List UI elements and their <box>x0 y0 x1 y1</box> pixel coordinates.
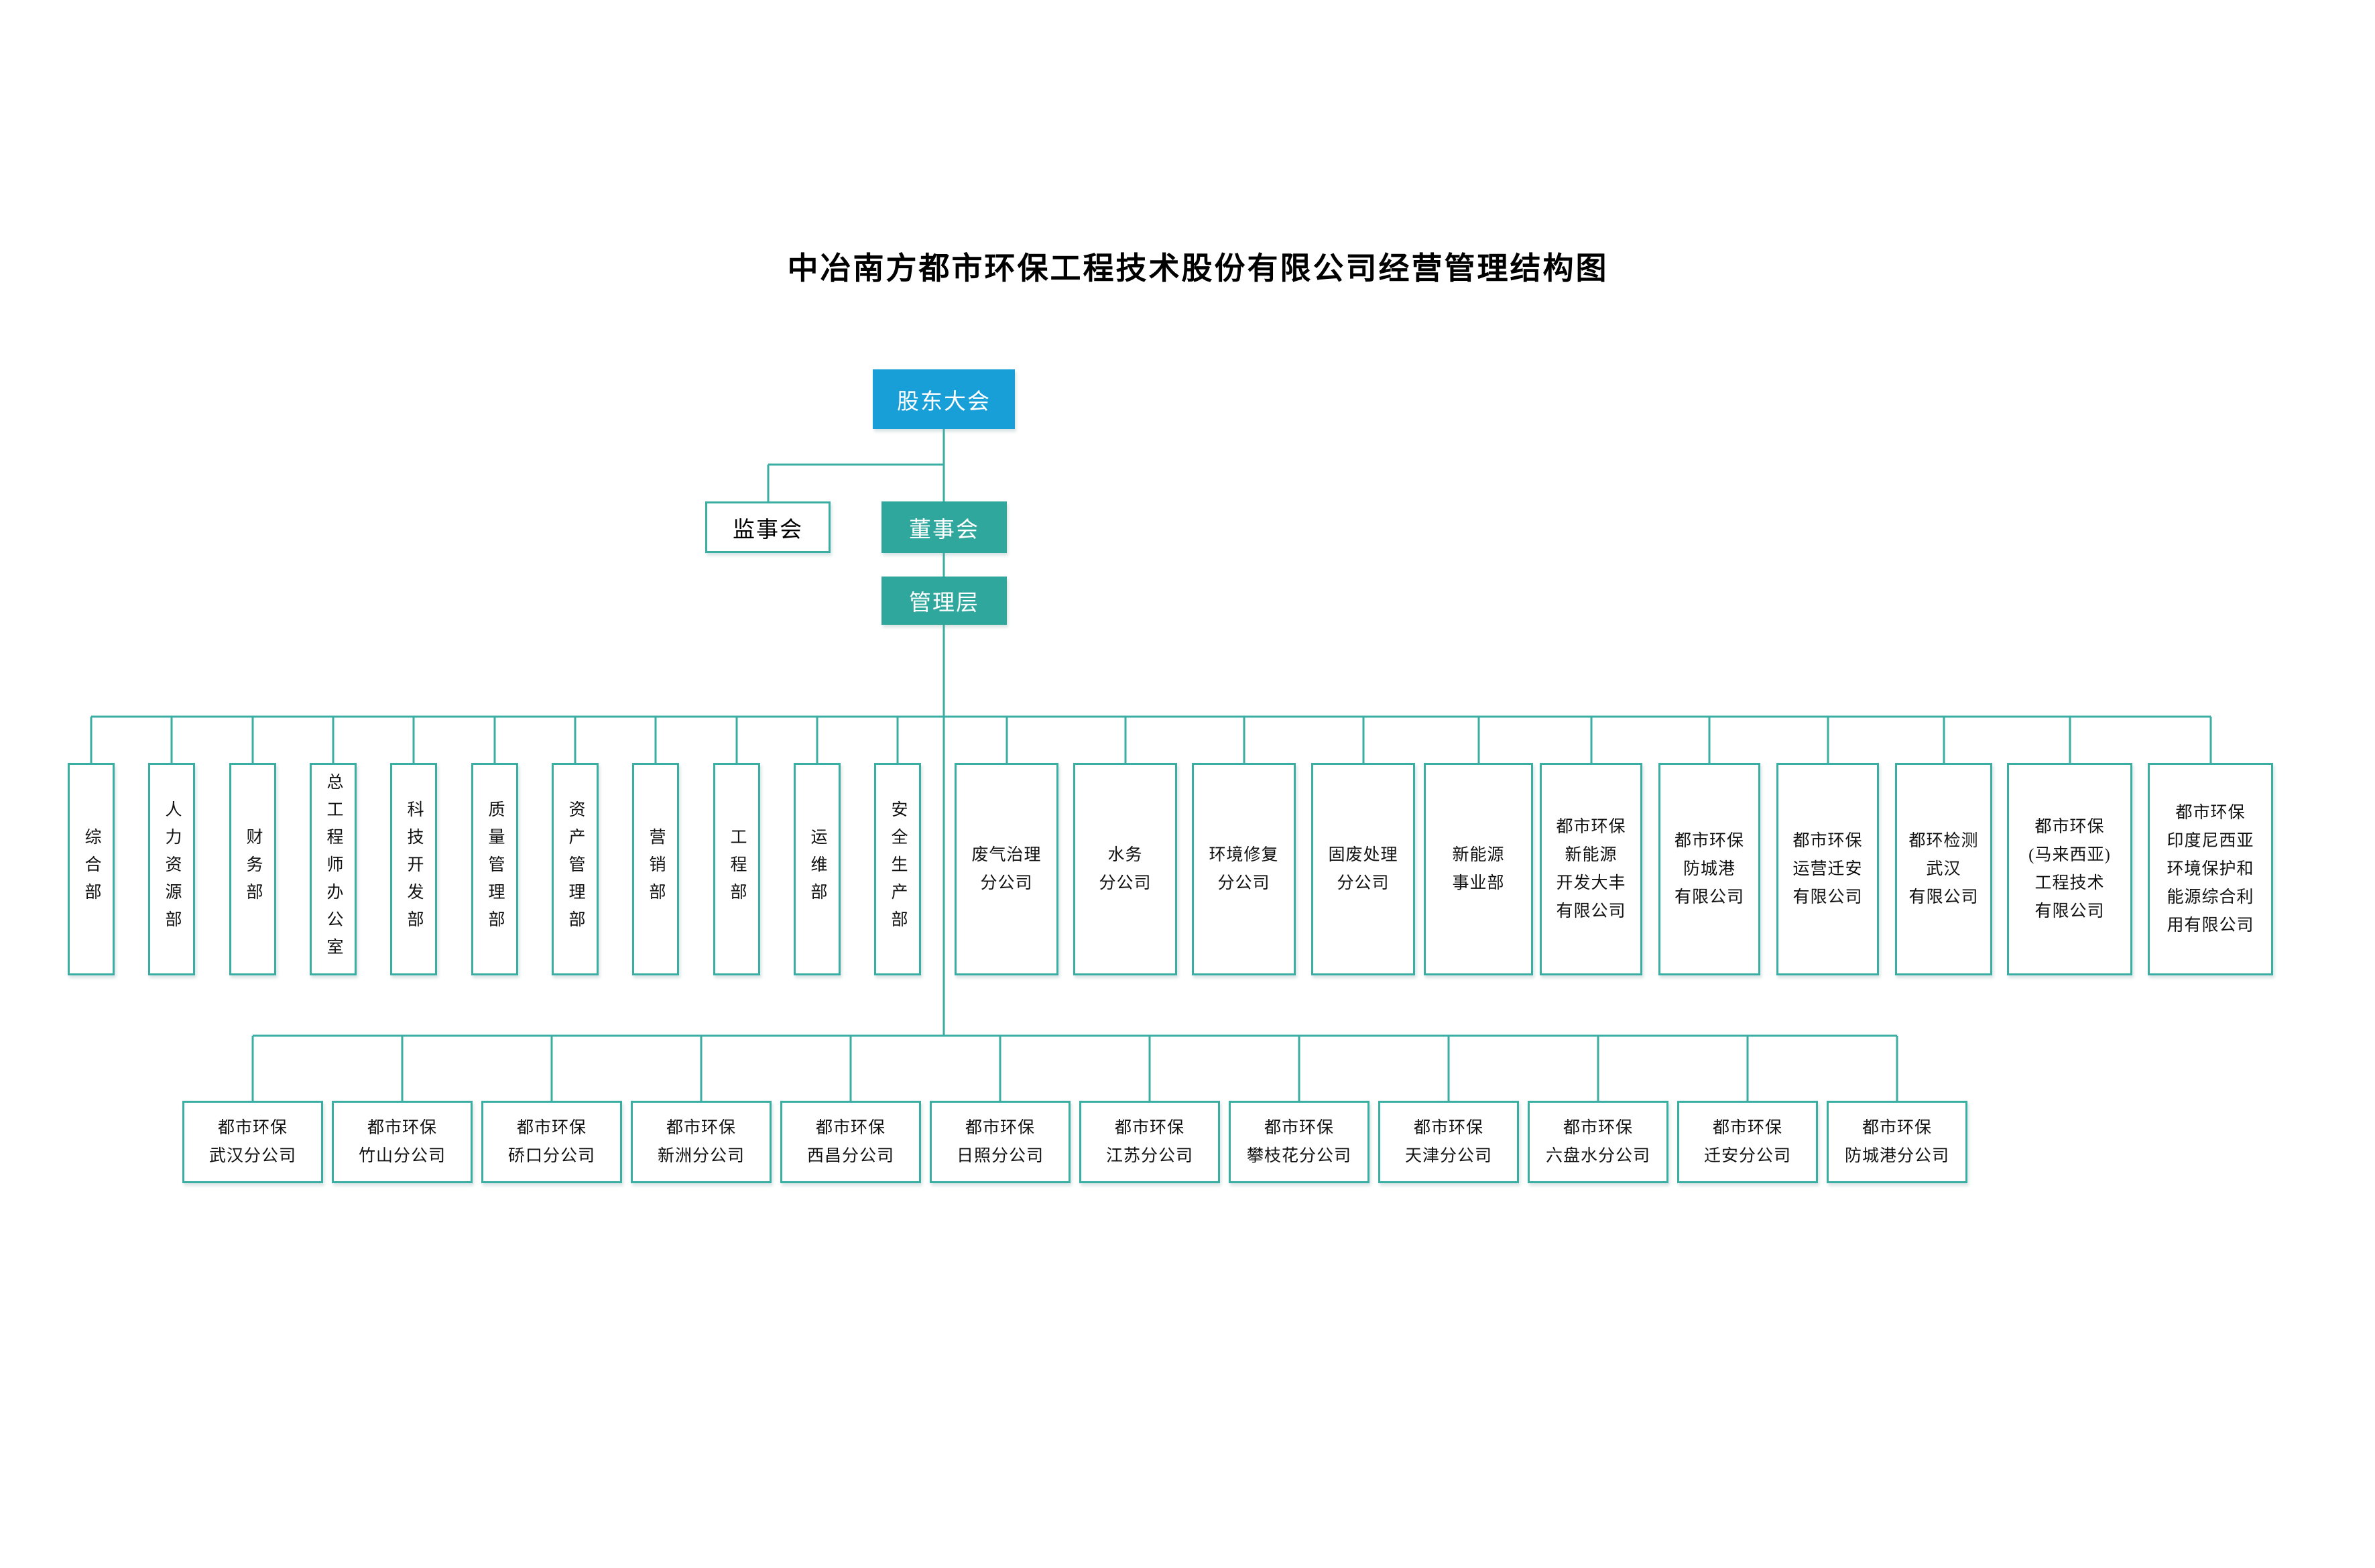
subsidiary-label: 都市环保 竹山分公司 <box>358 1118 446 1165</box>
dept-label: 科技开发部 <box>405 800 423 938</box>
branch-label: 水务 分公司 <box>1099 845 1152 892</box>
branch-box-malaysia-engineering: 都市环保 (马来西亚) 工程技术 有限公司 <box>2007 763 2132 975</box>
dept-label: 安全生产部 <box>889 800 907 938</box>
subsidiary-label: 都市环保 六盘水分公司 <box>1545 1118 1650 1165</box>
dept-box-operations-maintenance: 运维部 <box>794 763 841 975</box>
branch-label: 都环检测 武汉 有限公司 <box>1908 831 1979 906</box>
dept-label: 工程部 <box>728 828 746 910</box>
dept-label: 综合部 <box>82 828 101 910</box>
branch-box-fangchenggang-co: 都市环保 防城港 有限公司 <box>1658 763 1760 975</box>
dept-box-human-resources: 人力资源部 <box>148 763 195 975</box>
branch-label: 都市环保 印度尼西亚 环境保护和 能源综合利 用有限公司 <box>2167 803 2254 934</box>
branch-box-water: 水务 分公司 <box>1073 763 1177 975</box>
branch-label: 固废处理 分公司 <box>1328 845 1398 892</box>
branch-label: 都市环保 (马来西亚) 工程技术 有限公司 <box>2028 817 2111 920</box>
node-management: 管理层 <box>881 577 1007 625</box>
node-supervisory-board: 监事会 <box>705 501 831 553</box>
branch-box-duhuan-testing-wuhan: 都环检测 武汉 有限公司 <box>1895 763 1992 975</box>
dept-box-tech-development: 科技开发部 <box>390 763 437 975</box>
branch-box-indonesia-energy: 都市环保 印度尼西亚 环境保护和 能源综合利 用有限公司 <box>2148 763 2273 975</box>
subsidiary-label: 都市环保 防城港分公司 <box>1844 1118 1949 1165</box>
branch-box-new-energy-division: 新能源 事业部 <box>1424 763 1533 975</box>
branch-label: 环境修复 分公司 <box>1209 845 1279 892</box>
dept-label: 总工程师办公室 <box>324 773 343 965</box>
dept-label: 运维部 <box>808 828 827 910</box>
subsidiary-box-qianan: 都市环保 迁安分公司 <box>1677 1101 1818 1183</box>
subsidiary-box-tianjin: 都市环保 天津分公司 <box>1378 1101 1519 1183</box>
chart-title: 中冶南方都市环保工程技术股份有限公司经营管理结构图 <box>787 251 1609 286</box>
subsidiary-label: 都市环保 西昌分公司 <box>806 1118 894 1165</box>
branch-label: 都市环保 运营迁安 有限公司 <box>1792 831 1863 906</box>
node-board-of-directors: 董事会 <box>881 501 1007 553</box>
dept-box-marketing: 营销部 <box>632 763 679 975</box>
dept-label: 资产管理部 <box>566 800 585 938</box>
subsidiary-box-xichang: 都市环保 西昌分公司 <box>780 1101 921 1183</box>
subsidiary-box-jiangsu: 都市环保 江苏分公司 <box>1079 1101 1220 1183</box>
node-management-label: 管理层 <box>909 590 979 615</box>
node-board-of-directors-label: 董事会 <box>909 516 979 542</box>
subsidiary-label: 都市环保 日照分公司 <box>956 1118 1044 1165</box>
branch-label: 都市环保 新能源 开发大丰 有限公司 <box>1556 817 1626 920</box>
dept-box-general-affairs: 综合部 <box>68 763 115 975</box>
subsidiary-box-xinzhou: 都市环保 新洲分公司 <box>631 1101 772 1183</box>
subsidiary-label: 都市环保 攀枝花分公司 <box>1246 1118 1351 1165</box>
subsidiary-label: 都市环保 新洲分公司 <box>657 1118 745 1165</box>
subsidiary-box-fangchenggang: 都市环保 防城港分公司 <box>1827 1101 1967 1183</box>
dept-box-quality-management: 质量管理部 <box>471 763 518 975</box>
dept-box-asset-management: 资产管理部 <box>552 763 599 975</box>
branch-box-new-energy-dafeng: 都市环保 新能源 开发大丰 有限公司 <box>1540 763 1642 975</box>
dept-label: 财务部 <box>244 828 262 910</box>
dept-box-engineering: 工程部 <box>713 763 760 975</box>
dept-box-safety-production: 安全生产部 <box>874 763 921 975</box>
subsidiary-label: 都市环保 江苏分公司 <box>1105 1118 1193 1165</box>
subsidiary-label: 都市环保 硚口分公司 <box>507 1118 595 1165</box>
subsidiary-label: 都市环保 迁安分公司 <box>1703 1118 1791 1165</box>
node-shareholders-meeting: 股东大会 <box>873 369 1015 429</box>
branch-box-qianan-operations-co: 都市环保 运营迁安 有限公司 <box>1776 763 1879 975</box>
subsidiary-box-qiaokou: 都市环保 硚口分公司 <box>481 1101 622 1183</box>
subsidiary-box-liupanshui: 都市环保 六盘水分公司 <box>1528 1101 1668 1183</box>
branch-label: 新能源 事业部 <box>1452 845 1505 892</box>
dept-box-chief-engineer-office: 总工程师办公室 <box>310 763 357 975</box>
branch-box-waste-gas: 废气治理 分公司 <box>955 763 1058 975</box>
subsidiary-box-panzhihua: 都市环保 攀枝花分公司 <box>1229 1101 1369 1183</box>
node-shareholders-meeting-label: 股东大会 <box>897 388 991 414</box>
subsidiary-label: 都市环保 天津分公司 <box>1404 1118 1492 1165</box>
subsidiary-label: 都市环保 武汉分公司 <box>208 1118 296 1165</box>
branch-box-solid-waste: 固废处理 分公司 <box>1311 763 1415 975</box>
branch-label: 废气治理 分公司 <box>971 845 1042 892</box>
branch-label: 都市环保 防城港 有限公司 <box>1674 831 1744 906</box>
subsidiary-box-rizhao: 都市环保 日照分公司 <box>930 1101 1071 1183</box>
subsidiary-box-wuhan: 都市环保 武汉分公司 <box>182 1101 323 1183</box>
node-supervisory-board-label: 监事会 <box>733 516 803 542</box>
branch-box-env-remediation: 环境修复 分公司 <box>1192 763 1296 975</box>
dept-label: 人力资源部 <box>163 800 181 938</box>
dept-box-finance: 财务部 <box>229 763 276 975</box>
subsidiary-box-zhushan: 都市环保 竹山分公司 <box>332 1101 473 1183</box>
dept-label: 营销部 <box>647 828 665 910</box>
dept-label: 质量管理部 <box>486 800 504 938</box>
